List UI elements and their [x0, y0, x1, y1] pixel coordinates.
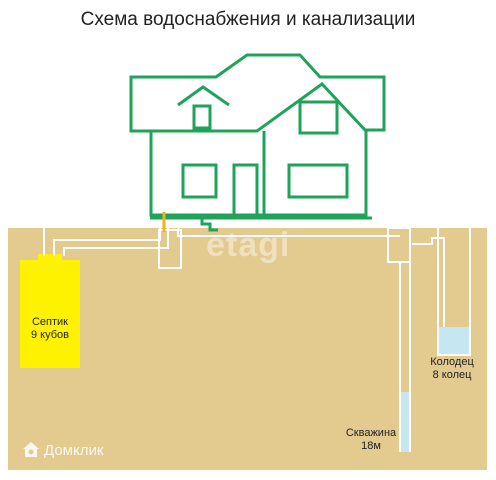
septic-tank — [20, 260, 80, 368]
well-label-rings: 8 колец — [432, 369, 472, 381]
house-roof — [129, 53, 386, 133]
brand-logo: Домклик — [22, 441, 103, 459]
borehole-label-name: Скважина — [345, 427, 397, 439]
pipes — [36, 223, 445, 332]
watermark: etagi — [206, 226, 291, 264]
well-label-name: Колодец — [430, 356, 474, 368]
well-shaft — [437, 224, 471, 356]
dormer-window — [192, 104, 212, 130]
septic-label: Септик 9 кубов — [20, 316, 80, 342]
well-label: Колодец 8 колец — [428, 356, 476, 382]
borehole-water — [401, 392, 409, 452]
septic-vent-pipe — [36, 223, 45, 256]
home-logo-icon — [23, 442, 39, 457]
septic-label-volume: 9 кубов — [31, 329, 69, 341]
house — [129, 53, 386, 232]
window-attic — [298, 100, 339, 135]
well-water — [439, 327, 470, 355]
window-right — [287, 163, 349, 199]
house-wall-left — [149, 131, 266, 217]
well-supply-pipe — [412, 237, 445, 332]
borehole-label: Скважина 18м — [336, 427, 406, 453]
porch-steps — [200, 215, 218, 232]
house-wall-right — [262, 131, 368, 217]
door — [232, 163, 259, 217]
septic-vent-cap — [31, 219, 41, 227]
window-left — [181, 163, 218, 199]
brand-name: Домклик — [44, 441, 104, 459]
sewer-pipe-upper — [53, 224, 161, 256]
borehole-label-depth: 18м — [361, 440, 381, 452]
page-title: Схема водоснабжения и канализации — [80, 9, 416, 30]
dormer — [177, 85, 230, 107]
septic-tank-neck — [38, 254, 62, 262]
water-supply-pipe — [177, 224, 400, 237]
sewer-pipe-lower — [63, 228, 169, 256]
well-cover — [436, 221, 472, 225]
septic-label-name: Септик — [31, 316, 68, 328]
